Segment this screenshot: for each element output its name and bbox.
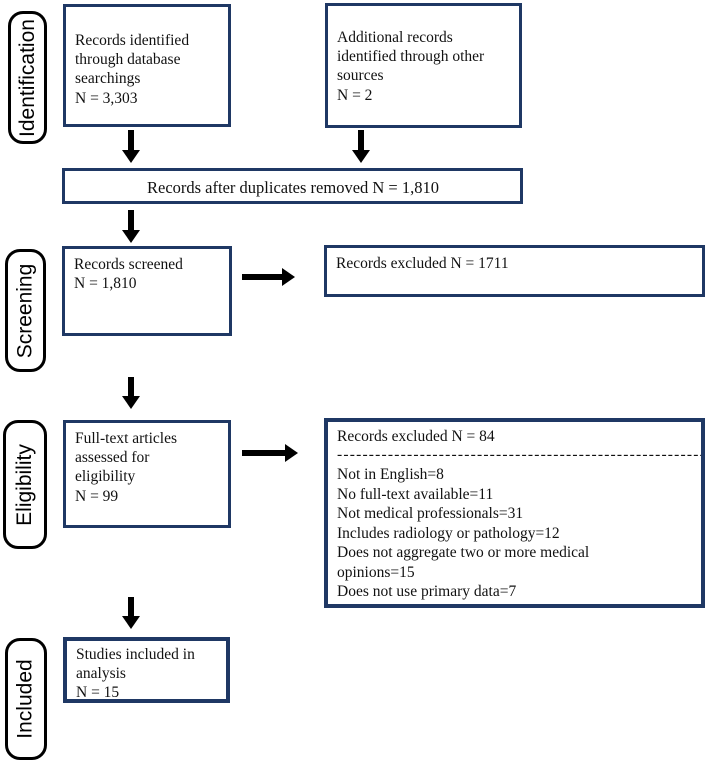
box-records-excluded-eligibility-title: Records excluded N = 84 — [337, 428, 495, 445]
box-records-excluded-eligibility: Records excluded N = 84 ----------------… — [324, 418, 705, 608]
dashed-separator: ----------------------------------------… — [337, 446, 701, 464]
arrow-head — [282, 268, 295, 286]
stage-screening-label: Screening — [13, 263, 37, 358]
box-fulltext-assessed: Full-text articles assessed for eligibil… — [63, 420, 231, 528]
exclusion-reason: Not medical professionals=31 — [337, 505, 524, 523]
arrow-shaft — [358, 130, 364, 150]
arrow-identified-to-duplicates — [122, 130, 140, 163]
box-records-screened-text: Records screened N = 1,810 — [74, 256, 183, 293]
box-records-identified-text: Records identified through database sear… — [75, 32, 190, 107]
box-records-screened: Records screened N = 1,810 — [62, 246, 232, 336]
arrow-fulltext-to-included — [122, 597, 140, 629]
arrow-head — [352, 150, 370, 163]
exclusion-reason: No full-text available=11 — [337, 485, 494, 503]
stage-screening: Screening — [5, 249, 46, 372]
arrow-duplicates-to-screened — [122, 210, 140, 243]
arrow-shaft — [128, 377, 134, 396]
exclusion-reason: Includes radiology or pathology=12 — [337, 524, 560, 542]
box-studies-included-text: Studies included in analysis N = 15 — [76, 646, 195, 702]
box-additional-records: Additional records identified through ot… — [325, 3, 522, 128]
stage-included-label: Included — [14, 659, 37, 739]
arrow-shaft — [242, 274, 282, 280]
stage-identification-label: Identification — [15, 18, 39, 137]
box-additional-records-text: Additional records identified through ot… — [337, 29, 485, 104]
arrow-head — [122, 150, 140, 163]
arrow-additional-to-duplicates — [352, 130, 370, 163]
arrow-shaft — [242, 450, 285, 456]
arrow-shaft — [128, 210, 134, 230]
arrow-shaft — [128, 597, 134, 616]
stage-identification: Identification — [8, 11, 47, 144]
box-studies-included: Studies included in analysis N = 15 — [63, 637, 230, 703]
arrow-fulltext-to-excluded — [242, 444, 298, 462]
box-fulltext-assessed-text: Full-text articles assessed for eligibil… — [75, 430, 178, 505]
arrow-head — [122, 396, 140, 409]
arrow-screened-to-fulltext — [122, 377, 140, 409]
box-records-excluded-screening-text: Records excluded N = 1711 — [336, 255, 509, 272]
arrow-shaft — [128, 130, 134, 150]
box-after-duplicates: Records after duplicates removed N = 1,8… — [62, 168, 523, 204]
exclusion-reason: Not in English=8 — [337, 466, 444, 484]
exclusion-reason: Does not aggregate two or more medical o… — [337, 544, 590, 581]
stage-eligibility-label: Eligibility — [13, 443, 37, 526]
arrow-screened-to-excluded — [242, 268, 295, 286]
exclusion-reason: Does not use primary data=7 — [337, 583, 517, 601]
box-after-duplicates-text: Records after duplicates removed N = 1,8… — [146, 178, 439, 197]
stage-eligibility: Eligibility — [3, 420, 47, 549]
arrow-head — [122, 616, 140, 629]
arrow-head — [122, 230, 140, 243]
box-records-excluded-screening: Records excluded N = 1711 — [324, 245, 705, 297]
arrow-head — [285, 444, 298, 462]
stage-included: Included — [5, 638, 47, 760]
box-records-identified: Records identified through database sear… — [63, 4, 231, 127]
